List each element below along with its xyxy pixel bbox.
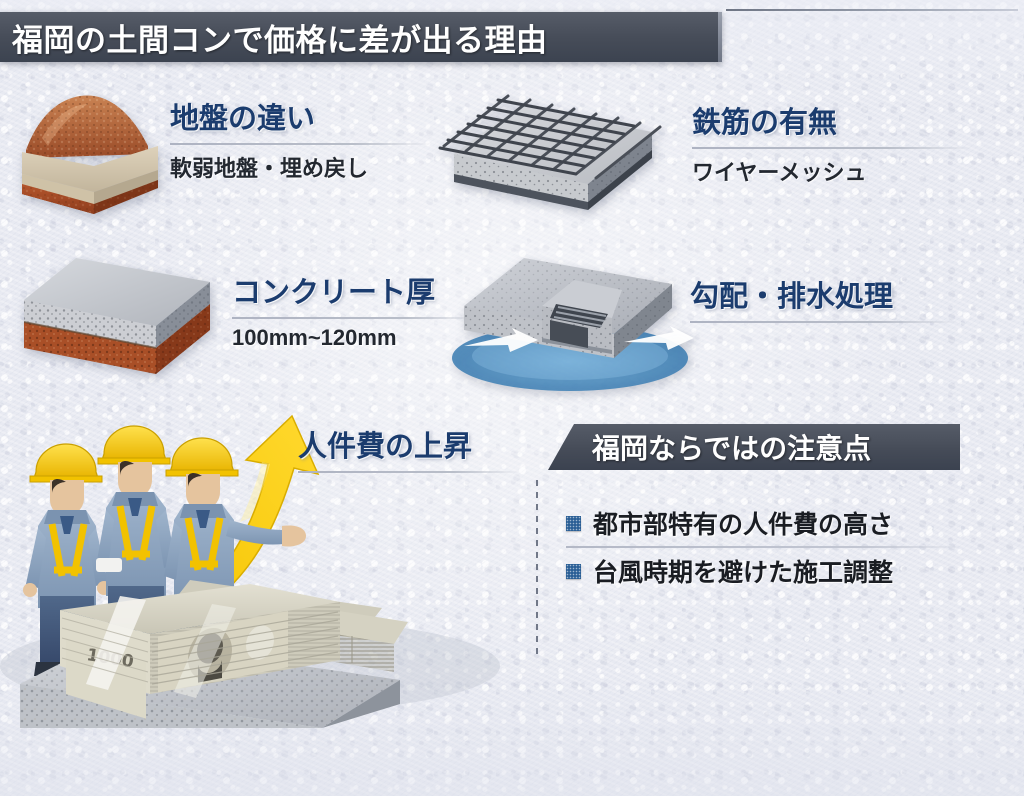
notice-item-label: 台風時期を避けた施工調整 [593, 559, 894, 587]
workers-money-illustration: 1000 [0, 398, 560, 728]
feature-rule [170, 142, 432, 145]
feature-heading: コンクリート厚 [232, 277, 436, 309]
title-banner: 福岡の土間コンで価格に差が出る理由 [0, 12, 722, 62]
feature-subtitle: 軟弱地盤・埋め戻し [170, 155, 369, 181]
feature-rebar-presence: 鉄筋の有無 ワイヤーメッシュ [692, 107, 972, 187]
bullet-square-icon [566, 563, 581, 579]
soil-cross-section-illustration [8, 88, 168, 218]
list-item: 都市部特有の人件費の高さ [566, 500, 966, 546]
notice-banner-title: 福岡ならではの注意点 [592, 433, 872, 464]
feature-subtitle: 100mm~120mm [232, 324, 397, 350]
feature-heading: 鉄筋の有無 [692, 107, 838, 139]
feature-ground-difference: 地盤の違い 軟弱地盤・埋め戻し [170, 103, 432, 183]
list-item: 台風時期を避けた施工調整 [566, 548, 966, 594]
feature-labor-cost-rise: 人件費の上昇 [298, 431, 520, 479]
page-title: 福岡の土間コンで価格に差が出る理由 [12, 22, 548, 58]
wire-mesh-slab-illustration [438, 88, 674, 228]
feature-rule [692, 146, 972, 149]
drainage-slab-illustration [446, 250, 696, 396]
notice-list: 都市部特有の人件費の高さ 台風時期を避けた施工調整 [566, 500, 966, 594]
feature-slope-drainage: 勾配・排水処理 [690, 281, 958, 329]
title-rule [726, 9, 1018, 11]
feature-rule [232, 316, 480, 319]
feature-rule [298, 470, 520, 473]
feature-heading: 人件費の上昇 [298, 431, 473, 463]
feature-heading: 勾配・排水処理 [690, 281, 894, 313]
bullet-square-icon [566, 515, 581, 531]
feature-rule [690, 320, 958, 323]
vertical-dashed-divider [536, 480, 538, 660]
notice-banner: 福岡ならではの注意点 [548, 424, 960, 470]
feature-subtitle: ワイヤーメッシュ [692, 159, 867, 185]
notice-item-label: 都市部特有の人件費の高さ [593, 511, 894, 539]
feature-heading: 地盤の違い [170, 103, 316, 135]
feature-concrete-thickness: コンクリート厚 100mm~120mm [232, 277, 480, 351]
concrete-slab-illustration [14, 252, 224, 388]
notice-rule [566, 546, 966, 548]
